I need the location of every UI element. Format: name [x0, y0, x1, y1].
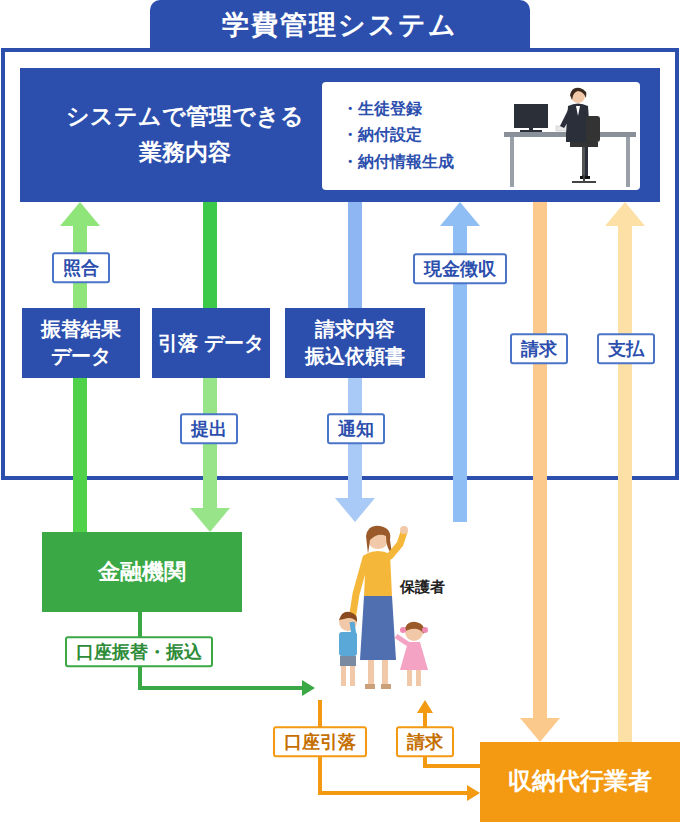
data-box: 引落 データ	[152, 308, 270, 378]
node-text: 保護者	[400, 578, 445, 598]
connector	[440, 202, 480, 522]
connector	[355, 202, 356, 308]
node-text: ・生徒登録	[342, 96, 422, 122]
arrow-head	[467, 785, 480, 801]
node-text: 振替結果 データ	[26, 316, 136, 370]
office-illustration	[500, 86, 640, 190]
edge-label: 支払	[597, 333, 655, 364]
bank-box: 金融機関	[42, 532, 242, 612]
node-text: 引落 データ	[158, 330, 265, 357]
edge-label: 請求	[510, 333, 568, 364]
node-text: ・納付情報生成	[342, 149, 454, 175]
edge-label: 提出	[180, 413, 238, 444]
node-text: ・納付設定	[342, 122, 422, 148]
edge-label: 口座振替・振込	[65, 636, 213, 667]
connector-line	[348, 202, 362, 308]
arrow-head	[417, 700, 433, 713]
title-tab: 学費管理システム	[150, 0, 530, 50]
text-column: ・生徒登録・納付設定・納付情報生成	[342, 96, 502, 175]
text-column: 保護者	[400, 578, 466, 598]
title-text: 学費管理システム	[222, 7, 458, 43]
text-column: 引落 データ	[156, 330, 266, 357]
connector	[210, 202, 211, 308]
connector	[605, 202, 645, 742]
text-column: 金融機関	[48, 558, 236, 587]
connector	[335, 378, 375, 522]
edge-label: 照合	[52, 252, 110, 283]
connector-line	[618, 225, 632, 742]
connector-line	[533, 202, 547, 719]
arrow-head	[60, 202, 100, 226]
edge-label: 通知	[327, 413, 385, 444]
connector-line	[203, 202, 217, 308]
connector	[520, 202, 560, 742]
arrow-head	[520, 718, 560, 742]
arrow-head	[302, 680, 315, 696]
family-illustration	[330, 524, 440, 694]
edge-label: 請求	[396, 726, 454, 757]
data-box: 請求内容 振込依頼書	[285, 308, 425, 378]
text-column: 振替結果 データ	[26, 316, 136, 370]
connector-line	[73, 378, 87, 532]
edge-label: 口座引落	[273, 726, 367, 757]
node-text: 金融機関	[98, 558, 186, 587]
connector	[190, 378, 230, 532]
text-column: システムで管理できる 業務内容	[40, 99, 330, 170]
agent-box: 収納代行業者	[480, 742, 680, 822]
arrow-head	[440, 202, 480, 226]
edge-label: 現金徴収	[413, 253, 507, 284]
text-column: 請求内容 振込依頼書	[289, 316, 421, 370]
arrow-head	[335, 498, 375, 522]
node-text: 請求内容 振込依頼書	[289, 316, 421, 370]
text-column: 収納代行業者	[486, 766, 674, 797]
node-text: システムで管理できる 業務内容	[40, 99, 330, 170]
connector	[80, 378, 81, 532]
node-text: 収納代行業者	[508, 766, 652, 797]
arrow-head	[190, 508, 230, 532]
arrow-head	[605, 202, 645, 226]
data-box: 振替結果 データ	[22, 308, 140, 378]
